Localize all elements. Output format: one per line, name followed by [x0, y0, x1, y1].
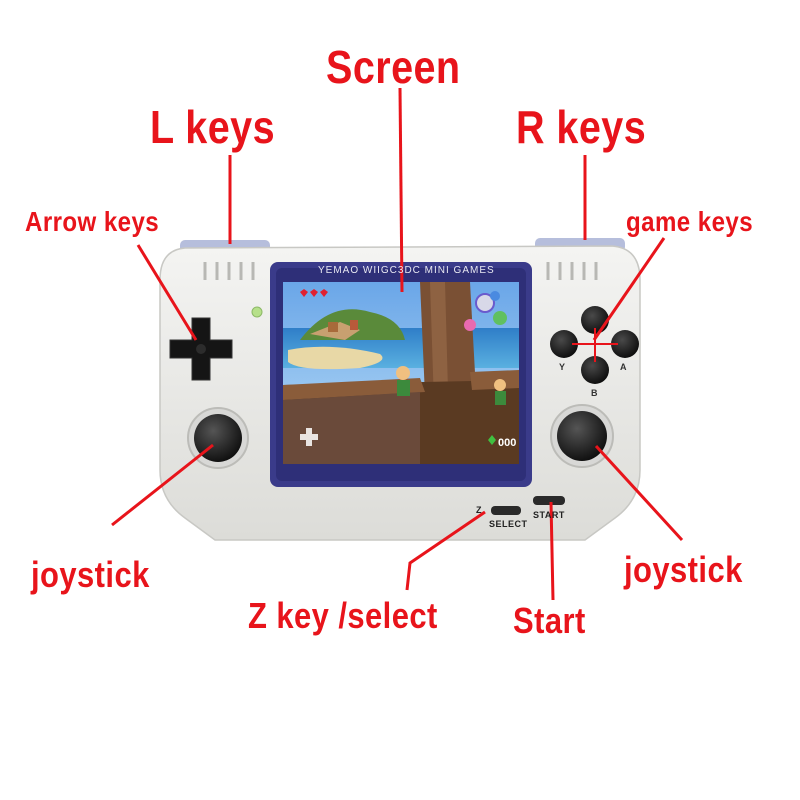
start-label: Start: [513, 600, 586, 641]
joystick-right-pointer: [594, 444, 684, 542]
a-button[interactable]: [611, 330, 639, 358]
screen-label: Screen: [326, 41, 461, 93]
d-pad[interactable]: [169, 317, 233, 381]
arrow-keys-pointer: [136, 244, 198, 341]
y-button-letter: Y: [559, 362, 566, 372]
joystick-left-pointer: [111, 443, 214, 527]
screen-pointer: [398, 87, 404, 293]
joystick-right-label: joystick: [624, 549, 743, 590]
z-key-select-label: Z key /select: [248, 595, 438, 636]
game-screen: [283, 282, 519, 464]
face-button-crosshair: [572, 328, 618, 362]
power-led: [251, 306, 263, 318]
game-keys-label: game keys: [626, 206, 754, 237]
right-speaker-grille: [546, 262, 598, 280]
right-joystick[interactable]: [550, 404, 614, 468]
bezel-brand-text: YEMAO WIIGC3DC MINI GAMES: [318, 265, 495, 276]
l-keys-label: L keys: [150, 101, 276, 153]
b-button-letter: B: [591, 388, 598, 398]
hud-counter: 000: [498, 437, 516, 449]
r-keys-label: R keys: [516, 101, 647, 153]
y-button[interactable]: [550, 330, 578, 358]
b-button[interactable]: [581, 356, 609, 384]
left-speaker-grille: [203, 262, 255, 280]
arrow-keys-label: Arrow keys: [25, 206, 160, 237]
annotation-lines: [111, 87, 684, 601]
start-button[interactable]: [533, 496, 565, 505]
select-button[interactable]: [491, 506, 521, 515]
start-button-label: START: [533, 510, 565, 520]
select-button-label: SELECT: [489, 519, 528, 529]
a-button-letter: A: [620, 362, 627, 372]
z-button-label: Z: [476, 505, 482, 515]
start-pointer: [549, 501, 555, 601]
game-keys-pointer: [592, 237, 666, 341]
select-pointer: [405, 510, 486, 591]
joystick-left-label: joystick: [31, 554, 150, 595]
